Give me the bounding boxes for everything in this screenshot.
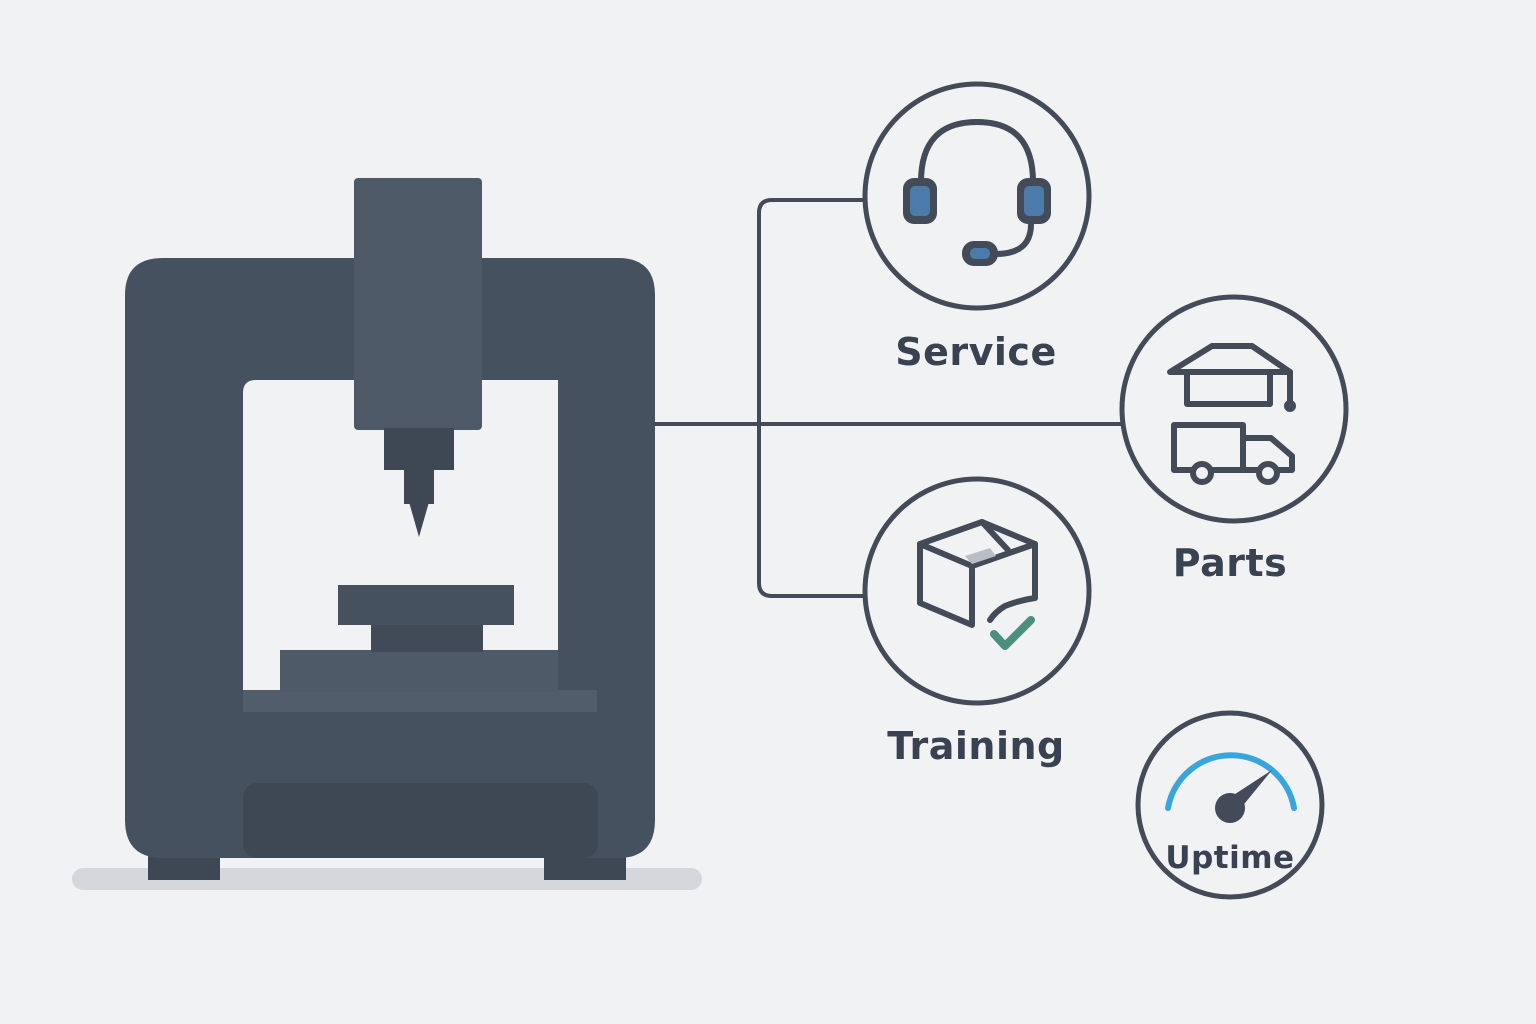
box-check-icon [917, 519, 1038, 650]
connector-service-training [757, 198, 866, 598]
parts-node[interactable] [1119, 294, 1349, 524]
machine-base-drawer [243, 783, 598, 858]
parts-label: Parts [1172, 541, 1288, 585]
parts-circle [1119, 294, 1349, 524]
service-circle [862, 81, 1092, 311]
uptime-node[interactable] [1135, 710, 1325, 900]
workpiece [338, 585, 514, 625]
training-label: Training [887, 724, 1065, 768]
training-node[interactable] [862, 476, 1092, 706]
gauge-icon [1165, 752, 1297, 823]
cnc-machine-icon [72, 178, 702, 890]
tool-tip [409, 502, 429, 537]
headset-icon [903, 118, 1051, 266]
uptime-label: Uptime [1165, 840, 1295, 876]
warehouse-truck-icon [1167, 343, 1296, 485]
table-support [371, 624, 483, 652]
service-label: Service [895, 330, 1057, 374]
work-table [280, 650, 558, 692]
spindle-tool [404, 468, 434, 504]
machine-bed [243, 690, 597, 712]
training-circle [862, 476, 1092, 706]
service-node[interactable] [862, 81, 1092, 311]
spindle-head [354, 178, 482, 430]
spindle-collet [384, 428, 454, 470]
connectors [655, 198, 1121, 598]
